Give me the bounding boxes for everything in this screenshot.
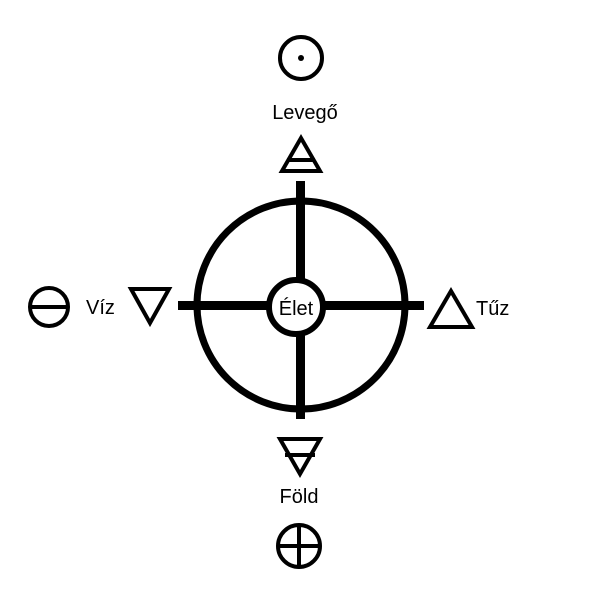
air-label: Levegő	[272, 102, 338, 124]
water-triangle-icon	[127, 287, 173, 328]
earth-label: Föld	[280, 486, 319, 508]
earth-triangle-icon	[276, 437, 324, 479]
center-label: Élet	[279, 297, 314, 320]
circle-with-horizontal-bar-icon	[28, 286, 70, 328]
fire-label: Tűz	[476, 298, 509, 320]
air-triangle-icon	[278, 133, 324, 173]
water-label: Víz	[86, 297, 115, 319]
fire-triangle-icon	[426, 287, 476, 329]
circle-with-cross-icon	[276, 523, 322, 569]
circle-with-dot-icon	[278, 35, 324, 81]
center-circle	[266, 277, 326, 337]
